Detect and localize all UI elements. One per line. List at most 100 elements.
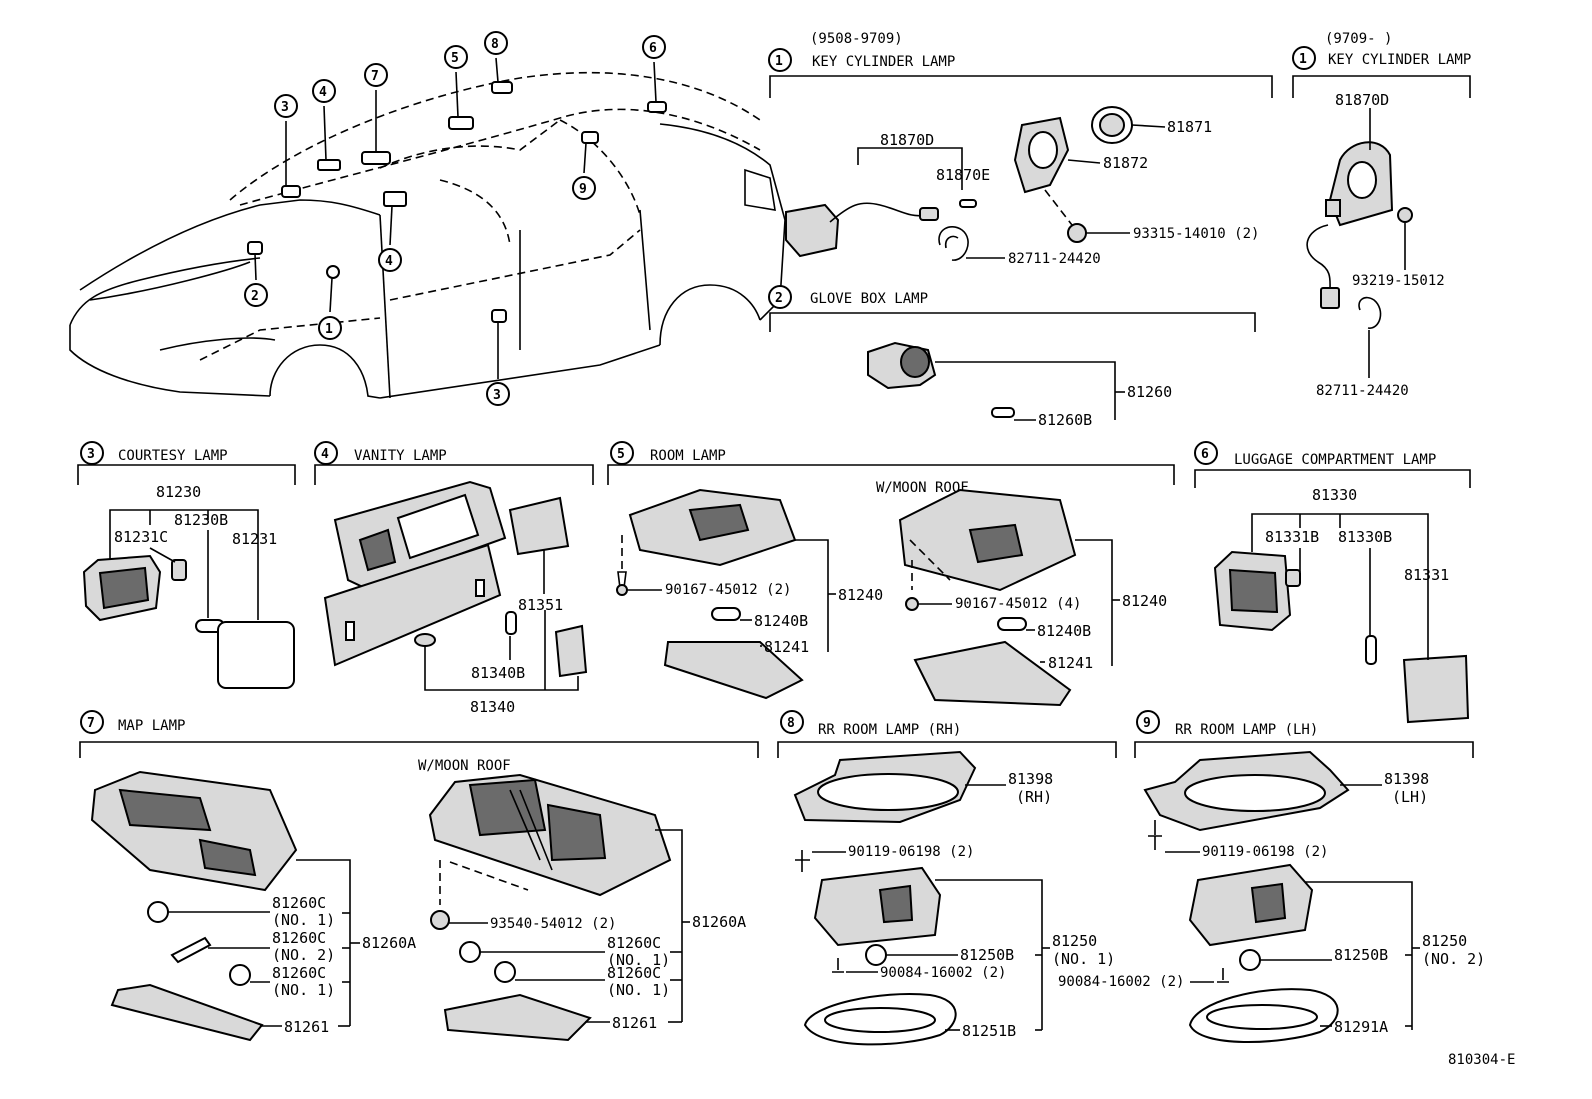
- part-81260: 81260: [1127, 383, 1172, 401]
- part-81260C-e: 81260C: [607, 964, 661, 982]
- variant-label: W/MOON ROOF: [876, 480, 969, 496]
- map-lamp-spot: [361, 151, 391, 165]
- part-81240B-right: 81240B: [1037, 622, 1091, 640]
- rr-lamp-housing-rh: [813, 866, 942, 947]
- car-callout-5: 5: [444, 45, 468, 69]
- svg-text:8: 8: [491, 37, 499, 52]
- part-81871: 81871: [1167, 118, 1212, 136]
- section-number: 8: [787, 716, 795, 731]
- section-title: KEY CYLINDER LAMP: [812, 54, 955, 70]
- vanity-lamp-spot-2: [383, 191, 407, 207]
- part-81250: 81250: [1422, 932, 1467, 950]
- part-90119-06198: 90119-06198 (2): [1202, 844, 1328, 860]
- lens-81351: [508, 496, 570, 556]
- section-title: COURTESY LAMP: [118, 448, 228, 464]
- lens-81241-moonroof: [913, 640, 1072, 707]
- bulb-81870E: [959, 199, 977, 208]
- part-81870D: 81870D: [880, 131, 934, 149]
- part-lh: (LH): [1392, 788, 1428, 806]
- part-93540-54012: 93540-54012 (2): [490, 916, 616, 932]
- rr-lamp-housing-lh: [1188, 863, 1314, 947]
- section-title: VANITY LAMP: [354, 448, 447, 464]
- part-81331B: 81331B: [1265, 528, 1319, 546]
- section-number: 1: [775, 54, 783, 69]
- part-81260C-b: 81260C: [272, 929, 326, 947]
- period-label: (9709- ): [1325, 31, 1392, 47]
- part-no1-b: (NO. 1): [272, 981, 335, 999]
- svg-text:3: 3: [281, 100, 289, 115]
- svg-text:5: 5: [451, 51, 459, 66]
- bulb-81260C-moonroof-2: [494, 961, 516, 983]
- lens-81261-moonroof: [443, 993, 592, 1042]
- svg-text:9: 9: [579, 182, 587, 197]
- part-81331: 81331: [1404, 566, 1449, 584]
- part-81250B: 81250B: [960, 946, 1014, 964]
- bulb-81260C-3: [229, 964, 251, 986]
- variant-label: W/MOON ROOF: [418, 758, 511, 774]
- rr-room-rh-spot: [491, 81, 513, 94]
- svg-text:2: 2: [251, 289, 259, 304]
- part-81261-right: 81261: [612, 1014, 657, 1032]
- part-81398: 81398: [1008, 770, 1053, 788]
- part-81260A-left: 81260A: [362, 934, 416, 952]
- section-title: ROOM LAMP: [650, 448, 726, 464]
- bulb-81240B: [711, 607, 741, 621]
- part-no2: (NO. 2): [272, 946, 335, 964]
- bulb-81250B-rh: [865, 944, 887, 966]
- car-callout-1: 1: [318, 316, 342, 340]
- svg-text:1: 1: [325, 322, 333, 337]
- part-81872: 81872: [1103, 154, 1148, 172]
- part-93219-15012: 93219-15012: [1352, 273, 1445, 289]
- luggage-lamp-spot: [647, 101, 667, 113]
- section-number: 6: [1201, 447, 1209, 462]
- bulb-81250B-lh: [1239, 949, 1261, 971]
- car-callout-4b: 4: [378, 248, 402, 272]
- part-81250B: 81250B: [1334, 946, 1388, 964]
- part-81240B-left: 81240B: [754, 612, 808, 630]
- section-number: 4: [321, 447, 329, 462]
- car-callout-4: 4: [312, 79, 336, 103]
- vanity-lamp-spot: [317, 159, 341, 171]
- part-81240: 81240: [838, 586, 883, 604]
- svg-text:3: 3: [493, 388, 501, 403]
- part-81260C-c: 81260C: [272, 964, 326, 982]
- part-81251B: 81251B: [962, 1022, 1016, 1040]
- part-81241-right: 81241: [1048, 654, 1093, 672]
- part-no1: (NO. 1): [1052, 950, 1115, 968]
- section-room-lamp: 5 ROOM LAMP W/MOON ROOF 90167-45012 (2) …: [607, 441, 1175, 707]
- car-outline: [69, 71, 786, 399]
- lens-81331: [1402, 654, 1470, 724]
- section-title: LUGGAGE COMPARTMENT LAMP: [1234, 452, 1436, 468]
- part-81250: 81250: [1052, 932, 1097, 950]
- part-81261-left: 81261: [284, 1018, 329, 1036]
- part-90167-45012-4: 90167-45012 (4): [955, 596, 1081, 612]
- car-overview: 1 2 3 4 5 6 7 8 9 3 4: [69, 31, 786, 406]
- bulb-81330B: [1365, 635, 1377, 665]
- lens-81261: [110, 983, 264, 1042]
- section-title: GLOVE BOX LAMP: [810, 291, 928, 307]
- section-title: MAP LAMP: [118, 718, 185, 734]
- rr-room-lh-spot: [581, 131, 599, 144]
- part-81230B: 81230B: [174, 511, 228, 529]
- part-81330B: 81330B: [1338, 528, 1392, 546]
- section-number: 3: [87, 447, 95, 462]
- part-81230: 81230: [156, 483, 201, 501]
- part-81231C: 81231C: [114, 528, 168, 546]
- key-cylinder-spot: [326, 265, 340, 279]
- section-map-lamp: 7 MAP LAMP W/MOON ROOF 81260C (NO. 1) 81…: [79, 710, 759, 1042]
- section-title: KEY CYLINDER LAMP: [1328, 52, 1471, 68]
- part-90167-45012-2: 90167-45012 (2): [665, 582, 791, 598]
- part-no2: (NO. 2): [1422, 950, 1485, 968]
- part-81231: 81231: [232, 530, 277, 548]
- glove-box-spot: [247, 241, 263, 255]
- part-no1-c: (NO. 1): [607, 951, 670, 969]
- part-81330: 81330: [1312, 486, 1357, 504]
- part-81240-moonroof: 81240: [1122, 592, 1167, 610]
- part-81241-left: 81241: [764, 638, 809, 656]
- section-courtesy-lamp: 3 COURTESY LAMP 81230 81231C 81230B 8123…: [77, 441, 296, 689]
- car-callout-3b: 3: [486, 382, 510, 406]
- section-number: 5: [617, 447, 625, 462]
- svg-text:6: 6: [649, 41, 657, 56]
- part-82711-24420: 82711-24420: [1008, 251, 1101, 267]
- section-luggage-lamp: 6 LUGGAGE COMPARTMENT LAMP 81330 81331B …: [1194, 441, 1471, 724]
